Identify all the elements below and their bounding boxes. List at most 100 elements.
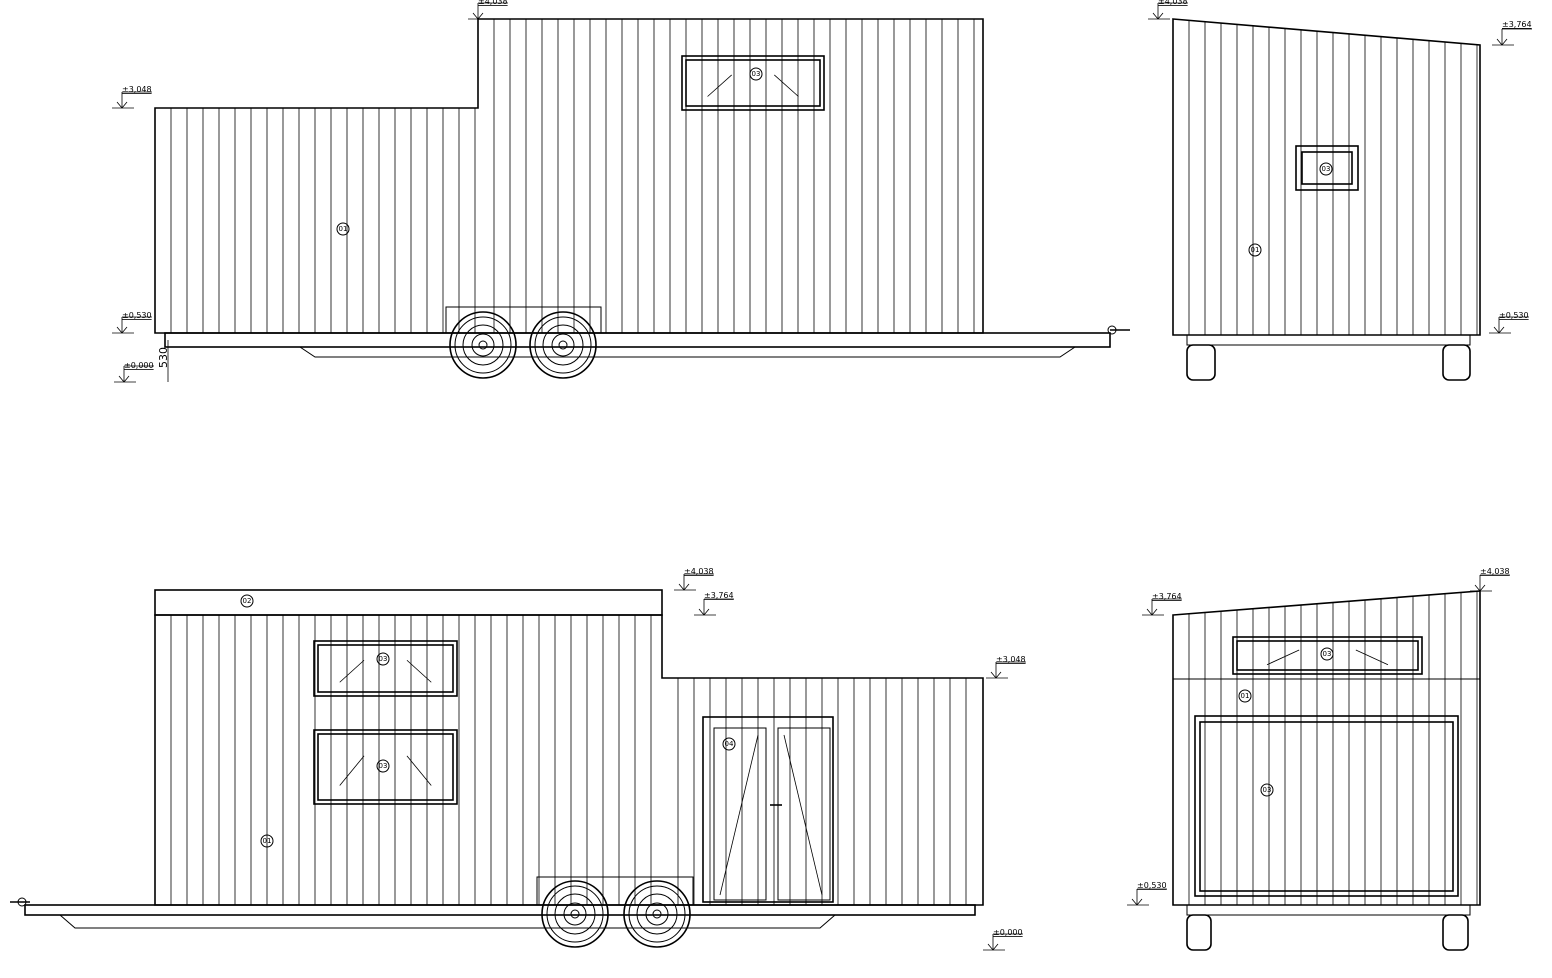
level-label: ±0,530 xyxy=(122,311,152,320)
level-label: ±3,764 xyxy=(1152,592,1182,601)
wheel-tire xyxy=(449,311,517,379)
svg-text:04: 04 xyxy=(725,740,734,748)
svg-text:03: 03 xyxy=(752,70,761,78)
trailer-chassis xyxy=(24,904,976,916)
tow-hitch-ball xyxy=(17,897,27,907)
trailer-beam xyxy=(58,914,837,929)
wheel-tire xyxy=(623,880,691,948)
window-sash xyxy=(317,644,454,693)
wheel-hub xyxy=(563,902,587,926)
window-opening-line xyxy=(406,755,432,786)
support-leg xyxy=(1442,344,1471,381)
wheel-hub xyxy=(471,333,495,357)
wheel-tire-line xyxy=(546,885,604,943)
svg-text:03: 03 xyxy=(379,762,388,770)
svg-text:03: 03 xyxy=(379,655,388,663)
level-label: ±0,530 xyxy=(1499,311,1529,320)
trailer-beam xyxy=(298,346,1077,358)
level-mark xyxy=(1152,12,1159,20)
glazed-panel xyxy=(1199,721,1454,892)
svg-text:01: 01 xyxy=(339,225,348,233)
level-mark xyxy=(992,943,999,951)
wheel-tire-line xyxy=(534,316,592,374)
level-mark xyxy=(1151,608,1158,616)
door-leaf xyxy=(777,727,831,901)
level-mark xyxy=(1498,326,1505,334)
tag-cladding: 01 xyxy=(1248,243,1262,257)
level-label: ±3,764 xyxy=(1502,20,1532,29)
level-mark xyxy=(1146,608,1153,616)
level-mark xyxy=(123,375,130,383)
level-label: ±0,000 xyxy=(993,928,1023,937)
window-opening-line xyxy=(707,74,732,97)
level-mark xyxy=(1131,898,1138,906)
wheel-hub xyxy=(645,902,669,926)
level-mark xyxy=(987,943,994,951)
window-opening-line xyxy=(1266,649,1300,666)
level-label: ±0,000 xyxy=(124,361,154,370)
window-frame xyxy=(1295,145,1359,191)
tag-door: 04 xyxy=(722,737,736,751)
wheel-hub-center xyxy=(652,909,662,919)
trailer-chassis xyxy=(164,332,1111,348)
svg-text:01: 01 xyxy=(1251,246,1260,254)
wheel-tire-line xyxy=(628,885,686,943)
level-mark xyxy=(116,326,123,334)
level-label: ±0,530 xyxy=(1137,881,1167,890)
level-label: ±3,764 xyxy=(704,591,734,600)
wheel-hub-center xyxy=(478,340,488,350)
house-body-side xyxy=(1172,18,1481,336)
level-mark xyxy=(1157,12,1164,20)
dimension-label: 530 xyxy=(157,347,170,368)
wheel-tire xyxy=(541,880,609,948)
wheel-rim xyxy=(554,893,596,935)
wheel-arch xyxy=(445,306,602,334)
svg-text:01: 01 xyxy=(1241,692,1250,700)
level-label: ±3,048 xyxy=(122,85,152,94)
level-mark xyxy=(678,583,685,591)
wheel-hub-center xyxy=(570,909,580,919)
level-mark xyxy=(1474,584,1481,592)
window-opening-line xyxy=(339,659,365,683)
level-mark xyxy=(683,583,690,591)
door-brace xyxy=(719,734,759,896)
level-label: ±4,038 xyxy=(1480,567,1510,576)
level-mark xyxy=(477,12,484,20)
level-mark xyxy=(703,608,710,616)
window-sash xyxy=(1301,151,1353,185)
window-sash xyxy=(685,59,821,107)
wheel-tire-line xyxy=(454,316,512,374)
window-opening-line xyxy=(406,659,432,683)
window-opening-line xyxy=(339,755,365,786)
tag-fascia: 02 xyxy=(240,594,254,608)
support-leg xyxy=(1442,914,1469,951)
level-label: ±4,038 xyxy=(1158,0,1188,6)
tag-window: 03 xyxy=(1260,783,1274,797)
house-body xyxy=(154,614,984,906)
svg-text:01: 01 xyxy=(263,837,272,845)
level-mark xyxy=(995,671,1002,679)
level-mark xyxy=(1136,898,1143,906)
window-frame xyxy=(313,640,458,697)
level-mark xyxy=(472,12,479,20)
tag-window: 03 xyxy=(376,652,390,666)
svg-text:03: 03 xyxy=(1263,786,1272,794)
level-mark xyxy=(121,326,128,334)
level-mark xyxy=(698,608,705,616)
tag-cladding: 01 xyxy=(1238,689,1252,703)
level-label: ±4,038 xyxy=(684,567,714,576)
house-body xyxy=(154,18,984,334)
door-brace xyxy=(783,734,823,896)
support-leg xyxy=(1186,344,1216,381)
level-mark xyxy=(1501,38,1508,46)
door-frame xyxy=(702,716,834,903)
level-mark xyxy=(1493,326,1500,334)
level-mark xyxy=(990,671,997,679)
level-mark xyxy=(118,375,125,383)
fascia-band xyxy=(154,589,663,616)
tag-cladding: 01 xyxy=(260,834,274,848)
tag-window: 03 xyxy=(749,67,763,81)
drawing-geometry xyxy=(10,2,1532,951)
door-leaf xyxy=(713,727,767,901)
svg-text:02: 02 xyxy=(243,597,252,605)
